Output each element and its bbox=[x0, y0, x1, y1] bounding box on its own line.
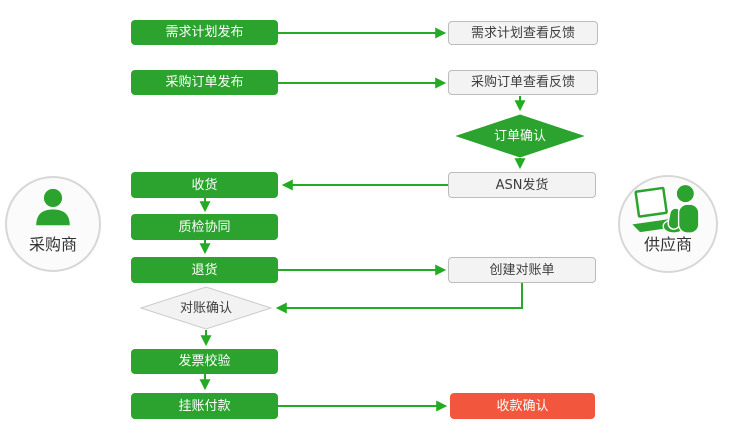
diamond-shape bbox=[140, 286, 272, 330]
node-return-goods: 退货 bbox=[131, 257, 278, 283]
person-at-laptop-icon bbox=[632, 183, 700, 234]
node-label: 挂账付款 bbox=[178, 398, 231, 414]
node-receipt-confirm: 收款确认 bbox=[450, 393, 595, 419]
node-label: 发票校验 bbox=[178, 354, 231, 369]
node-quality-check: 质检协同 bbox=[131, 214, 278, 240]
arrow-statement-to-reconcile bbox=[275, 283, 523, 314]
supplier-label: 供应商 bbox=[643, 235, 692, 254]
supplier-actor-circle: 供应商 bbox=[618, 175, 718, 273]
node-label: 退货 bbox=[191, 262, 218, 278]
node-label: 需求计划发布 bbox=[165, 25, 244, 40]
node-demand-plan-feedback: 需求计划查看反馈 bbox=[448, 21, 598, 45]
diamond-shape bbox=[456, 114, 584, 158]
node-label: 创建对账单 bbox=[489, 262, 555, 278]
node-order-confirm: 订单确认 bbox=[456, 114, 584, 158]
node-receive: 收货 bbox=[131, 172, 278, 198]
node-invoice-verify: 发票校验 bbox=[131, 349, 278, 374]
node-asn-ship: ASN发货 bbox=[448, 172, 596, 198]
node-label: 订单确认 bbox=[493, 128, 546, 144]
node-label: ASN发货 bbox=[495, 177, 549, 193]
buyer-label: 采购商 bbox=[28, 235, 77, 254]
node-reconcile-confirm: 对账确认 bbox=[140, 286, 272, 330]
node-label: 对账确认 bbox=[179, 300, 232, 316]
person-icon bbox=[36, 188, 70, 226]
node-payment: 挂账付款 bbox=[131, 393, 278, 419]
node-label: 质检协同 bbox=[178, 219, 231, 235]
node-label: 采购订单发布 bbox=[165, 75, 244, 90]
node-demand-plan-publish: 需求计划发布 bbox=[131, 20, 278, 45]
buyer-actor-circle: 采购商 bbox=[5, 176, 101, 272]
node-label: 收货 bbox=[191, 177, 218, 193]
node-create-statement: 创建对账单 bbox=[448, 257, 596, 283]
node-label: 采购订单查看反馈 bbox=[470, 75, 575, 90]
node-label: 需求计划查看反馈 bbox=[470, 25, 575, 41]
node-label: 收款确认 bbox=[496, 398, 549, 414]
node-po-publish: 采购订单发布 bbox=[131, 70, 278, 95]
node-po-feedback: 采购订单查看反馈 bbox=[448, 70, 598, 95]
